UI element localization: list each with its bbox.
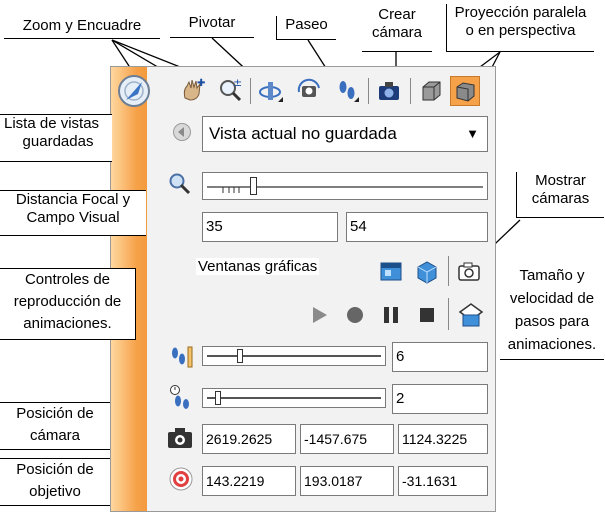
viewport-cube-icon[interactable]	[414, 258, 440, 284]
svg-text:✚: ✚	[197, 78, 205, 89]
viewport-camera-icon[interactable]	[378, 258, 404, 284]
step-speed-slider-thumb[interactable]	[215, 391, 221, 405]
callout-focal-fov: Distancia Focal y Campo Visual	[0, 190, 146, 236]
chevron-down-icon: ▼	[466, 126, 479, 141]
parallel-projection-icon[interactable]	[418, 78, 444, 104]
callout-camera-position: Posición de cámara	[0, 402, 110, 450]
perspective-projection-icon[interactable]	[450, 76, 480, 106]
step-size-field[interactable]: 6	[392, 342, 488, 372]
play-icon[interactable]	[306, 302, 332, 328]
camera-position-x[interactable]: 2619.2625	[202, 424, 296, 454]
pan-hand-icon[interactable]: ✚	[180, 76, 206, 102]
orbit-icon[interactable]	[258, 78, 284, 104]
step-speed-icon	[168, 384, 194, 410]
callout-walk: Paseo	[276, 16, 336, 40]
animation-settings-icon[interactable]	[456, 300, 486, 330]
callout-playback: Controles de reproducción de animaciones…	[0, 268, 136, 340]
camera-position-y[interactable]: -1457.675	[300, 424, 394, 454]
svg-text:±: ±	[233, 76, 242, 89]
callout-projection: Proyección paralela o en perspectiva	[446, 4, 594, 52]
focal-slider-thumb[interactable]	[250, 177, 257, 195]
saved-views-select[interactable]: Vista actual no guardada ▼	[202, 116, 488, 152]
callout-create-camera: Crear cámara	[362, 6, 432, 52]
focal-slider-ticks	[207, 186, 483, 193]
callout-step-size-speed: Tamaño y velocidad de pasos para animaci…	[500, 264, 604, 360]
pause-icon[interactable]	[378, 302, 404, 328]
stop-icon[interactable]	[414, 302, 440, 328]
walk-footprints-icon[interactable]	[334, 78, 360, 104]
target-position-x[interactable]: 143.2219	[202, 466, 296, 496]
saved-views-select-value: Vista actual no guardada	[209, 124, 397, 143]
zoom-lens-icon	[168, 172, 192, 196]
callout-saved-views: Lista de vistas guardadas	[0, 114, 112, 162]
back-arrow-icon[interactable]	[172, 122, 192, 142]
step-size-icon	[168, 344, 194, 370]
steering-wheel-icon[interactable]	[116, 72, 152, 110]
target-position-icon	[168, 466, 194, 492]
step-size-slider[interactable]	[202, 346, 386, 366]
callout-zoom-pan: Zoom y Encuadre	[4, 17, 160, 39]
callout-show-cameras: Mostrar cámaras	[516, 172, 604, 218]
show-cameras-icon[interactable]	[456, 258, 482, 284]
swivel-camera-icon[interactable]	[296, 78, 322, 104]
target-position-z[interactable]: -31.1631	[398, 466, 488, 496]
create-camera-icon[interactable]	[376, 78, 402, 104]
field-of-view-field[interactable]: 54	[346, 212, 488, 242]
zoom-magnifier-icon[interactable]: ±	[218, 76, 244, 102]
target-position-y[interactable]: 193.0187	[300, 466, 394, 496]
step-speed-slider[interactable]	[202, 388, 386, 408]
viewports-label: Ventanas gráficas	[196, 258, 320, 275]
focal-length-field[interactable]: 35	[202, 212, 338, 242]
camera-position-icon	[166, 426, 194, 450]
callout-target-position: Posición de objetivo	[0, 458, 110, 506]
record-icon[interactable]	[342, 302, 368, 328]
step-speed-field[interactable]: 2	[392, 384, 488, 414]
focal-length-slider[interactable]	[202, 172, 488, 200]
camera-position-z[interactable]: 1124.3225	[398, 424, 488, 454]
step-size-slider-thumb[interactable]	[237, 349, 243, 363]
callout-pivot: Pivotar	[170, 14, 254, 38]
